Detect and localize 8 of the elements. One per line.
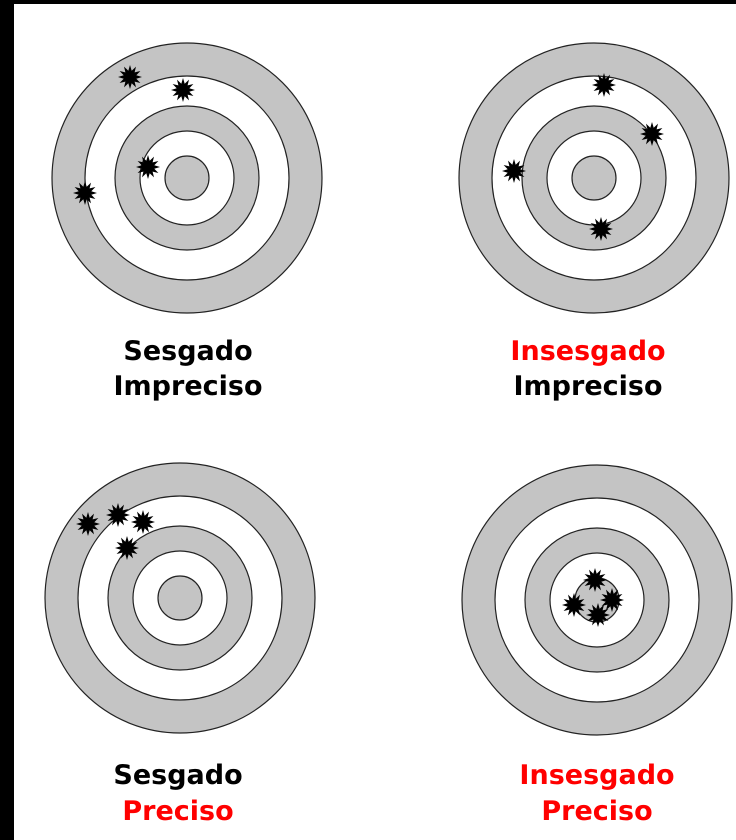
target-label: Preciso [541,795,653,829]
target-label: Sesgado [123,335,253,369]
target-label: Impreciso [514,370,662,404]
target-label: Impreciso [114,370,262,404]
target-label: Insesgado [519,759,675,793]
target-label: Insesgado [510,335,666,369]
target-label: Preciso [122,795,234,829]
target-label: Sesgado [113,759,243,793]
